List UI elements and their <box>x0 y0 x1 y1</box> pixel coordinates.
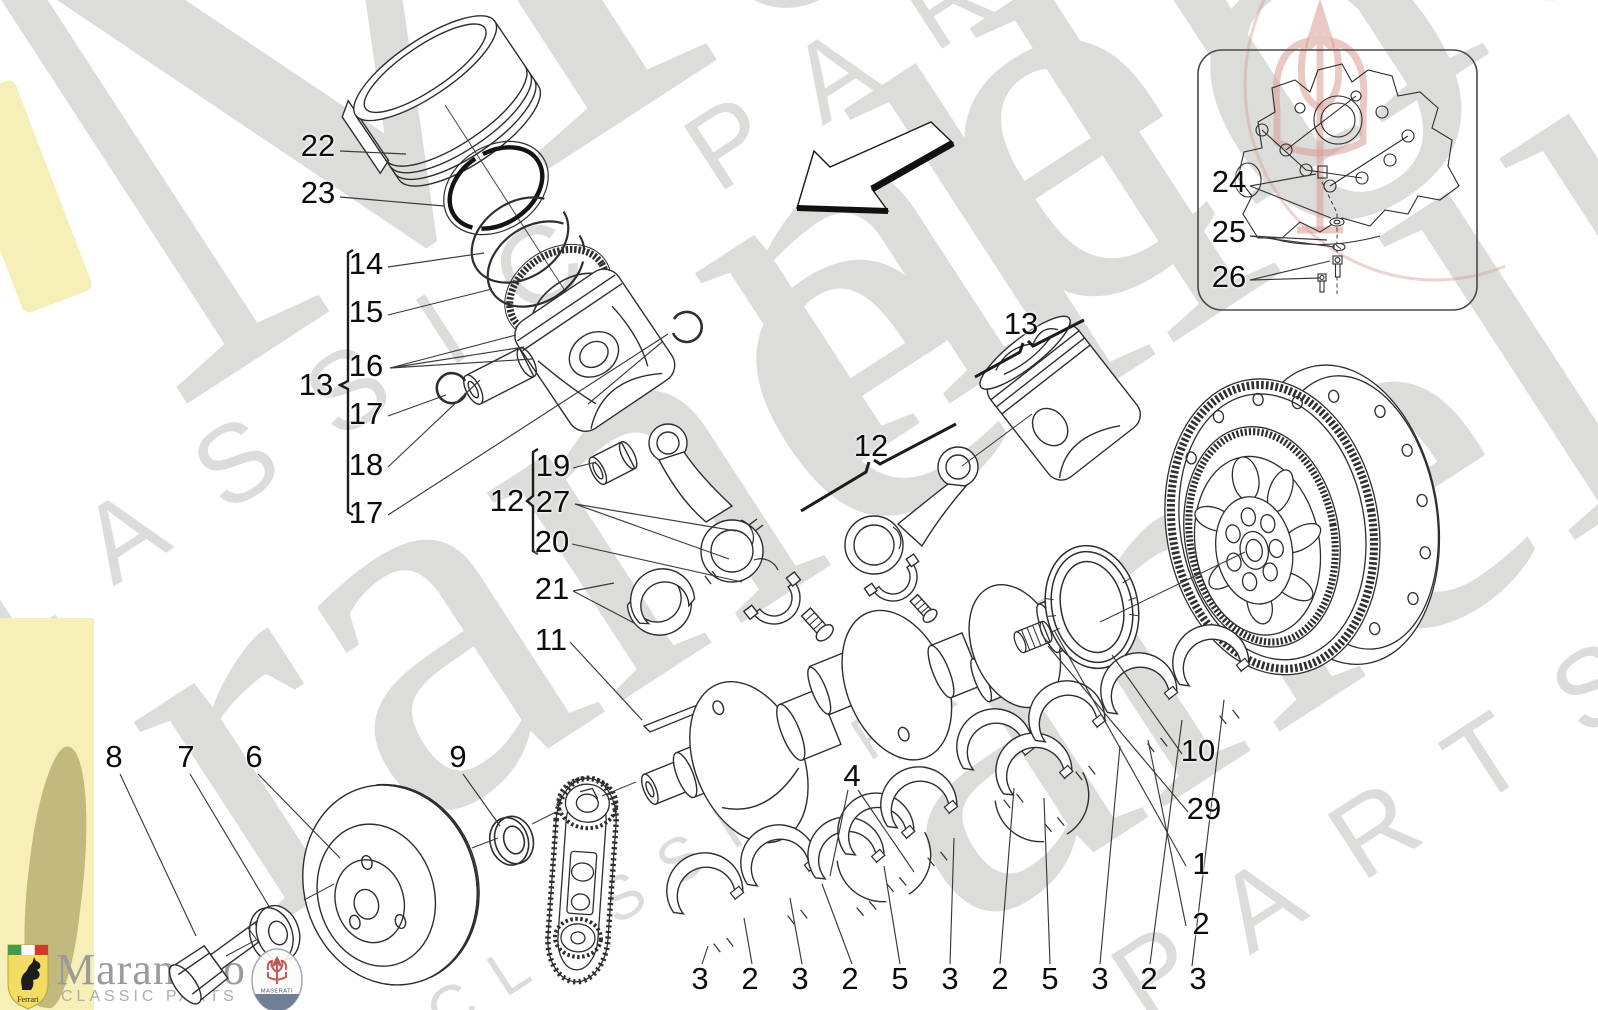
part-label-16[interactable]: 16 <box>348 348 384 383</box>
part-label-5[interactable]: 5 <box>1041 961 1059 996</box>
part-label-2[interactable]: 2 <box>741 961 759 996</box>
part-label-8[interactable]: 8 <box>105 739 123 774</box>
direction-arrow <box>796 121 955 214</box>
connecting-rod <box>648 423 834 642</box>
part-label-23[interactable]: 23 <box>300 175 336 210</box>
crankshaft <box>640 584 1088 844</box>
maserati-trident-watermark-icon <box>1243 0 1505 282</box>
part-label-7[interactable]: 7 <box>177 739 195 774</box>
part-label-14[interactable]: 14 <box>348 246 384 281</box>
part-label-3[interactable]: 3 <box>791 961 809 996</box>
piston <box>514 268 676 432</box>
part-label-2[interactable]: 2 <box>1192 906 1210 941</box>
part-label-25[interactable]: 25 <box>1211 214 1247 249</box>
part-label-5[interactable]: 5 <box>891 961 909 996</box>
part-label-21[interactable]: 21 <box>534 571 570 606</box>
piston-2 <box>979 315 1142 481</box>
part-label-19[interactable]: 19 <box>535 448 571 483</box>
part-label-24[interactable]: 24 <box>1211 164 1247 199</box>
circlip <box>671 310 704 344</box>
part-label-3[interactable]: 3 <box>691 961 709 996</box>
group-brackets <box>337 248 1085 556</box>
part-label-12[interactable]: 12 <box>853 428 889 463</box>
part-label-10[interactable]: 10 <box>1180 733 1216 768</box>
part-label-17[interactable]: 17 <box>348 495 384 530</box>
part-label-3[interactable]: 3 <box>1091 961 1109 996</box>
part-label-18[interactable]: 18 <box>348 447 384 482</box>
crankshaft-pulley <box>302 783 480 986</box>
flywheel <box>1164 364 1441 676</box>
part-label-3[interactable]: 3 <box>941 961 959 996</box>
connecting-rod-2 <box>844 446 979 624</box>
part-label-2[interactable]: 2 <box>991 961 1009 996</box>
engine-block-inset <box>1234 63 1460 294</box>
part-label-1[interactable]: 1 <box>1192 846 1210 881</box>
cylinder-liner <box>341 15 542 187</box>
part-label-6[interactable]: 6 <box>245 739 263 774</box>
liner-seal-ring <box>443 140 549 236</box>
part-label-13[interactable]: 13 <box>298 367 334 402</box>
part-label-13[interactable]: 13 <box>1003 306 1039 341</box>
part-label-11[interactable]: 11 <box>534 622 568 657</box>
badge-text: MASERATI <box>261 989 293 995</box>
part-label-2[interactable]: 2 <box>841 961 859 996</box>
inset-fasteners <box>1317 217 1346 293</box>
part-label-29[interactable]: 29 <box>1186 791 1222 826</box>
part-label-4[interactable]: 4 <box>843 758 861 793</box>
rod-bolt <box>800 606 834 642</box>
rear-main-seal <box>1044 544 1140 670</box>
front-seal <box>488 815 535 866</box>
part-label-17[interactable]: 17 <box>348 396 384 431</box>
part-label-15[interactable]: 15 <box>348 294 384 329</box>
part-label-26[interactable]: 26 <box>1211 259 1247 294</box>
maserati-badge: MASERATI <box>251 948 303 1010</box>
part-label-2[interactable]: 2 <box>1140 961 1158 996</box>
part-label-22[interactable]: 22 <box>300 128 336 163</box>
pilot-bushing <box>1013 620 1053 654</box>
inset-box <box>1197 49 1478 311</box>
part-label-12[interactable]: 12 <box>489 483 525 518</box>
rod-bearing-shells <box>626 568 696 636</box>
part-label-3[interactable]: 3 <box>1189 961 1207 996</box>
leader-lines <box>119 150 1336 967</box>
timing-chain <box>545 775 619 985</box>
part-label-9[interactable]: 9 <box>449 739 467 774</box>
part-label-20[interactable]: 20 <box>534 524 570 559</box>
part-label-27[interactable]: 27 <box>535 484 571 519</box>
circlip <box>435 371 468 405</box>
small-end-bushing <box>588 440 638 486</box>
